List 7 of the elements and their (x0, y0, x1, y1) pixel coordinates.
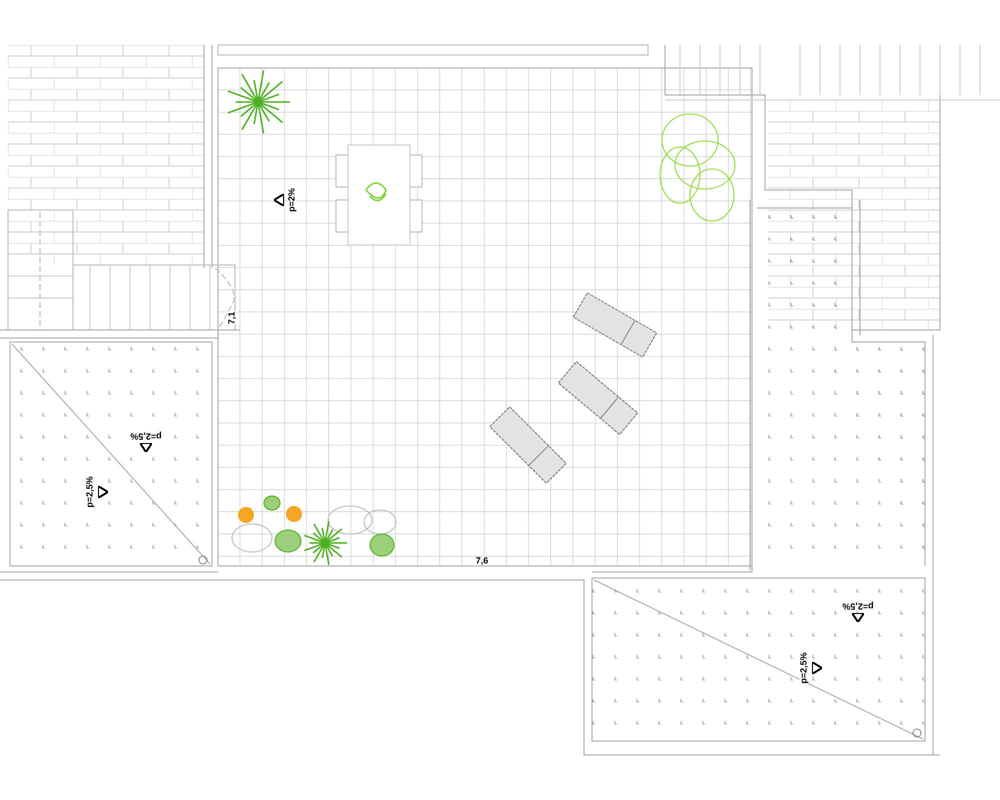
slope-label: p=2,5% (842, 602, 874, 610)
dimension-label: 7,6 (476, 556, 488, 566)
slope-label: p=2,5% (130, 432, 162, 440)
dimension-label: 7,1 (228, 312, 236, 324)
slope-label: p=2,5% (86, 476, 94, 508)
slope-label: p=2% (288, 188, 296, 212)
slope-label: p=2,5% (800, 652, 808, 684)
